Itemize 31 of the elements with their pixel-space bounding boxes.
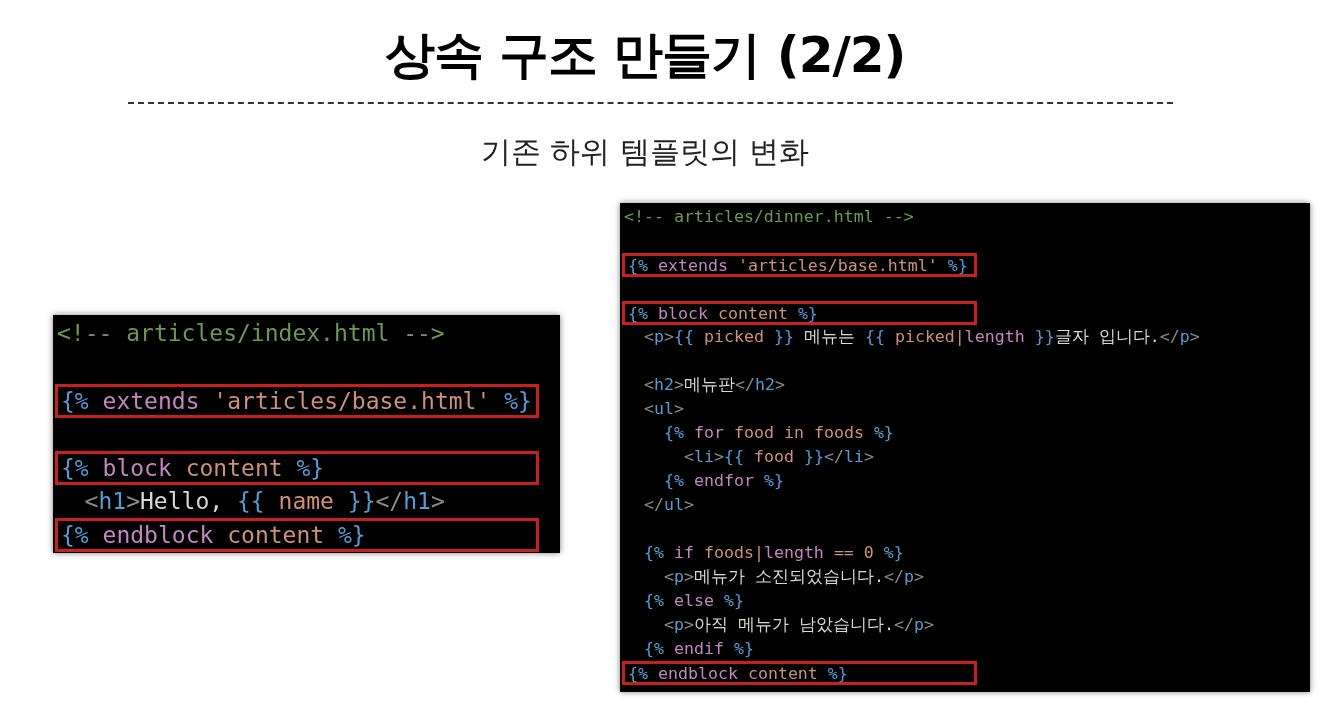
highlight-box: [55, 384, 539, 418]
highlight-box: [622, 661, 977, 685]
code-line: {% block content %}: [61, 454, 325, 481]
code-line: <li>{{ food }}</li>: [683, 446, 874, 468]
code-line: {% endif %}: [643, 638, 754, 660]
code-line: {% endblock content %}: [61, 521, 366, 548]
code-line: <p>{{ picked }} 메뉴는 {{ picked|length }}글자 입니다.</p>: [643, 326, 1200, 348]
code-line: {% endfor %}: [663, 470, 784, 492]
highlight-box: [55, 518, 539, 552]
code-line: {% for food in foods %}: [663, 422, 894, 444]
code-line: <ul>: [643, 398, 684, 420]
subtitle: 기존 하위 템플릿의 변화: [479, 133, 811, 171]
code-line: {% endblock content %}: [628, 663, 848, 683]
highlight-box: [622, 301, 977, 325]
code-line: <h1>Hello, {{ name }}</h1>: [83, 486, 445, 516]
code-line: <p>아직 메뉴가 남았습니다.</p>: [663, 614, 934, 636]
code-line: {% if foods|length == 0 %}: [643, 542, 904, 564]
highlight-box: [55, 451, 539, 485]
code-line: {% else %}: [643, 590, 744, 612]
code-line: {% extends 'articles/base.html' %}: [628, 255, 968, 275]
code-line: <!-- articles/index.html -->: [56, 319, 445, 348]
code-panel: [620, 203, 1310, 692]
code-line: </ul>: [643, 494, 694, 516]
slide-title: 상속 구조 만들기 (2/2): [383, 25, 907, 86]
code-line: <h2>메뉴판</h2>: [643, 374, 785, 396]
code-line: <!-- articles/dinner.html -->: [623, 206, 914, 228]
code-line: {% block content %}: [628, 303, 818, 323]
highlight-box: [622, 253, 977, 277]
code-panel: [53, 315, 560, 553]
code-line: <p>메뉴가 소진되었습니다.</p>: [663, 566, 924, 588]
code-line: {% extends 'articles/base.html' %}: [61, 387, 532, 414]
